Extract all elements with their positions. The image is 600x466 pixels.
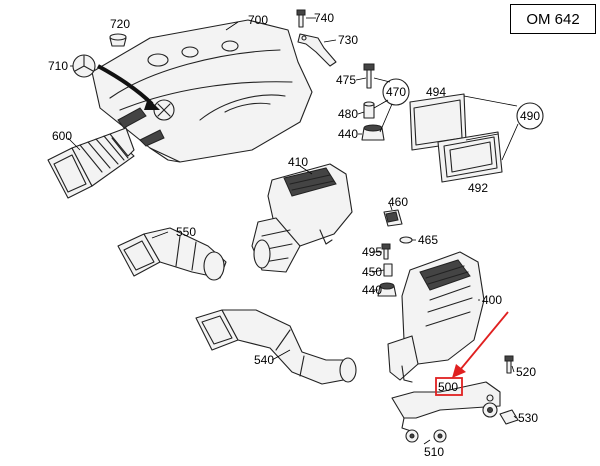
part-labels: 700 720 740 710 730 475 470 480 440 494 … (48, 11, 540, 459)
label-450: 450 (362, 265, 382, 279)
star-emblem-710 (72, 54, 96, 78)
label-480: 480 (338, 107, 358, 121)
nut-530 (499, 409, 519, 425)
support-bracket-500 (391, 381, 501, 433)
label-550: 550 (176, 225, 196, 239)
mount-440-lower (377, 282, 397, 297)
label-700: 700 (248, 13, 268, 27)
label-740: 740 (314, 11, 334, 25)
label-400: 400 (482, 293, 502, 307)
label-494: 494 (426, 85, 446, 99)
label-440-upper: 440 (338, 127, 358, 141)
label-460: 460 (388, 195, 408, 209)
label-492: 492 (468, 181, 488, 195)
intake-duct-540 (195, 309, 357, 385)
sleeve-480 (363, 101, 375, 119)
label-530: 530 (518, 411, 538, 425)
mounts-510 (405, 402, 498, 443)
sensor-460 (383, 209, 403, 227)
label-465: 465 (418, 233, 438, 247)
label-520: 520 (516, 365, 536, 379)
label-440-lower: 440 (362, 283, 382, 297)
engine-code-box: OM 642 (510, 4, 596, 34)
label-720: 720 (110, 17, 130, 31)
bolt-495 (381, 243, 391, 260)
intake-duct-550 (117, 227, 227, 281)
label-510: 510 (424, 445, 444, 459)
grommet-720 (109, 33, 127, 47)
highlight-500 (435, 311, 509, 396)
mount-440-upper (361, 124, 385, 141)
label-490: 490 (520, 109, 540, 123)
bracket-730 (297, 33, 337, 67)
leader-lines (67, 17, 517, 445)
engine-cover (91, 19, 313, 163)
sleeve-450 (383, 263, 393, 277)
air-filter-housing-400 (387, 251, 485, 383)
label-730: 730 (338, 33, 358, 47)
label-410: 410 (288, 155, 308, 169)
airbox-410 (251, 163, 353, 273)
label-540: 540 (254, 353, 274, 367)
bolt-740 (296, 9, 306, 28)
seal-ring-465 (399, 236, 413, 244)
filter-element-492 (437, 131, 503, 183)
label-470: 470 (386, 85, 406, 99)
intake-duct-600 (47, 127, 135, 199)
label-495: 495 (362, 245, 382, 259)
label-710: 710 (48, 59, 68, 73)
bolt-520 (504, 355, 514, 374)
label-475: 475 (336, 73, 356, 87)
label-600: 600 (52, 129, 72, 143)
label-500: 500 (438, 380, 458, 394)
bolt-475 (363, 63, 375, 89)
